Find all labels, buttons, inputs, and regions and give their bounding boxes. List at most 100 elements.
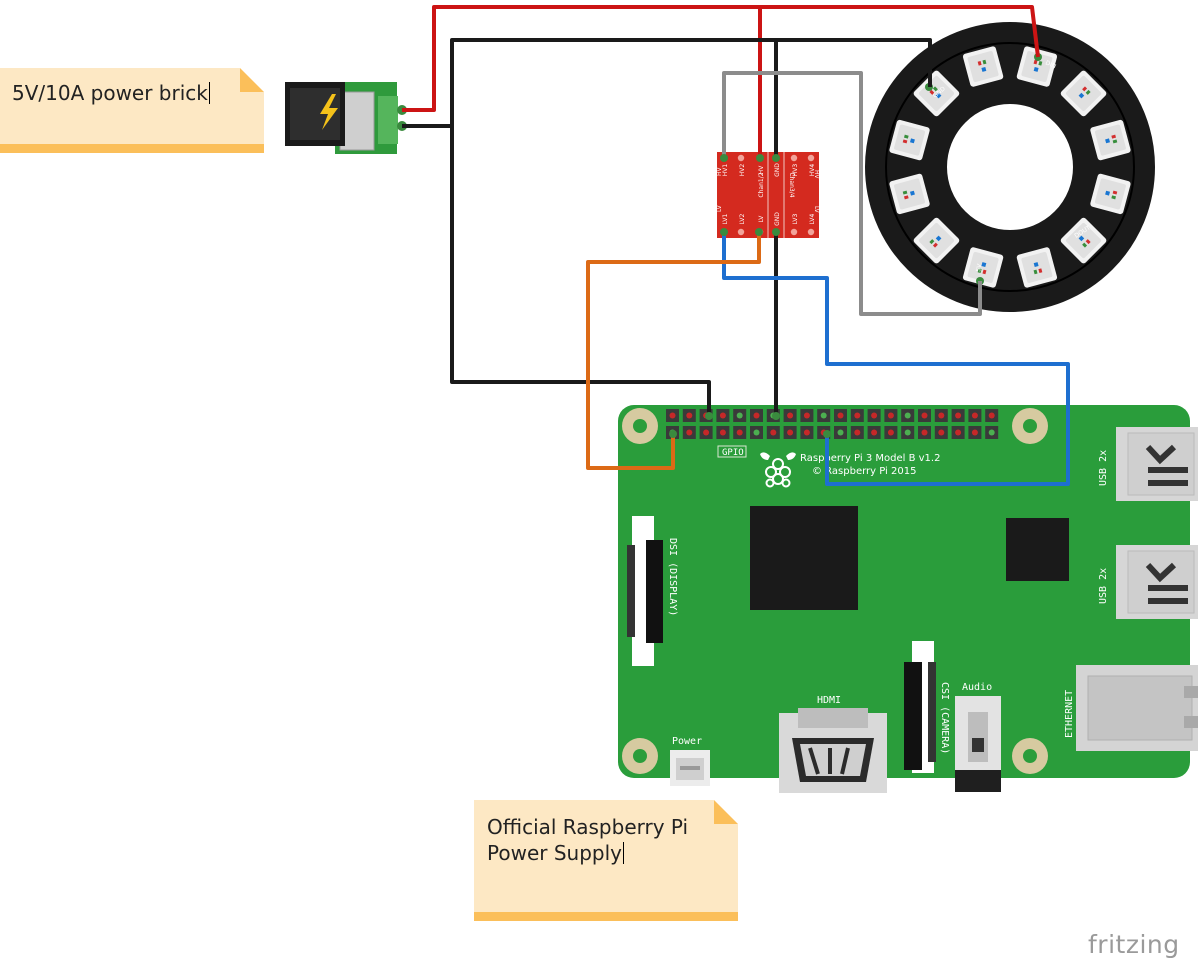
wires	[402, 5, 1070, 486]
dsi-connector	[627, 516, 663, 666]
gpio-pin-pad	[971, 429, 978, 436]
gpio-pin-pad	[753, 412, 760, 419]
ls-pin-bottom[interactable]	[807, 228, 815, 236]
ls-pin-label-bottom: LV3	[792, 214, 799, 225]
ls-pin-label-bottom: LV4	[809, 214, 816, 225]
note-pi-supply[interactable]: Official Raspberry Pi Power Supply	[474, 800, 738, 921]
wire-endpoints	[669, 154, 831, 438]
wire-orange-3v3	[586, 232, 761, 470]
gpio-pin-pad	[837, 429, 844, 436]
ls-pin-label-top: HV	[758, 165, 765, 175]
wire-gray-data	[722, 71, 982, 316]
ls-side-left-lv: LV	[716, 204, 723, 212]
gpio-pin-pad	[686, 412, 693, 419]
ls-pin-label-bottom: LV1	[722, 214, 729, 225]
ring-led	[1060, 70, 1107, 117]
pi-copyright: © Raspberry Pi 2015	[812, 466, 916, 477]
note-power-brick[interactable]: 5V/10A power brick	[0, 68, 264, 153]
gpio-pin-pad	[921, 412, 928, 419]
gpio-pin-pad	[837, 412, 844, 419]
audio-jack[interactable]	[955, 696, 1001, 792]
ring-pin-5v: 5V	[975, 262, 983, 272]
gpio-pin-pad	[854, 412, 861, 419]
ls-side-right-hv: HV	[813, 170, 820, 180]
ls-pin-label-bottom: LV2	[739, 214, 746, 225]
ls-pin-top[interactable]	[737, 154, 745, 162]
ethernet-port[interactable]	[1076, 665, 1198, 751]
raspberry-logo-icon	[760, 452, 796, 488]
raspberry-pi-board: GPIO Raspberry Pi 3 Model B v1.2 © Raspb…	[618, 405, 1198, 793]
usb-label-2: USB 2x	[1098, 568, 1109, 604]
soc-chip	[750, 506, 858, 610]
micro-usb-power-port[interactable]	[670, 750, 710, 786]
hdmi-port[interactable]	[779, 708, 887, 793]
wire-blue-gpio	[722, 232, 1070, 486]
ls-chan-left: Chan1/2	[758, 172, 765, 197]
power-label: Power	[672, 736, 702, 747]
ls-pin-bottom[interactable]	[790, 228, 798, 236]
ring-leds	[889, 46, 1131, 288]
gpio-pin-pad	[938, 412, 945, 419]
ls-side-left-hv: HV	[716, 166, 723, 176]
ring-led	[1016, 46, 1058, 87]
gpio-pin-pad	[871, 429, 878, 436]
note-power-brick-text: 5V/10A power brick	[12, 81, 208, 105]
ring-led	[1016, 247, 1058, 288]
gpio-label: GPIO	[722, 448, 744, 458]
dsi-label: DSI (DISPLAY)	[667, 538, 678, 616]
ring-led	[889, 119, 930, 161]
usb-port-2[interactable]	[1116, 545, 1198, 619]
ls-pin-label-top: HV4	[809, 164, 816, 177]
ls-pin-label-top: GND	[774, 163, 781, 177]
gpio-pin-pad	[988, 429, 995, 436]
ring-led	[1060, 217, 1107, 264]
ls-pin-label-bottom: LV	[758, 215, 765, 223]
ring-led	[962, 46, 1004, 87]
usb-label-1: USB 2x	[1098, 450, 1109, 486]
ring-led	[913, 217, 960, 264]
gpio-pin-pad	[736, 429, 743, 436]
gpio-pin-pad	[971, 412, 978, 419]
ring-led	[1090, 173, 1131, 215]
csi-connector	[904, 641, 936, 773]
usb-port-1[interactable]	[1116, 427, 1198, 501]
ls-side-right-lv: LV	[813, 206, 820, 214]
gpio-header[interactable]	[666, 409, 999, 439]
gpio-pin-pad	[686, 429, 693, 436]
gpio-pin-pad	[988, 412, 995, 419]
gpio-pin-pad	[736, 412, 743, 419]
gpio-pin-pad	[904, 429, 911, 436]
gpio-pin-pad	[703, 429, 710, 436]
power-bolt-icon	[320, 94, 338, 130]
ls-pin-label-bottom: GND	[774, 212, 781, 226]
gpio-pin-pad	[803, 429, 810, 436]
gpio-pin-pad	[787, 412, 794, 419]
gpio-pin-pad	[938, 429, 945, 436]
ls-pin-label-top: HV3	[792, 164, 799, 177]
ls-pin-bottom[interactable]	[737, 228, 745, 236]
audio-label: Audio	[962, 682, 992, 693]
ls-pin-top[interactable]	[790, 154, 798, 162]
ls-pin-top[interactable]	[807, 154, 815, 162]
gpio-pin-pad	[820, 412, 827, 419]
gpio-pin-pad	[955, 412, 962, 419]
ls-pin-label-top: HV2	[739, 164, 746, 177]
csi-label: CSI (CAMERA)	[939, 682, 950, 754]
ethernet-label: ETHERNET	[1064, 690, 1075, 738]
gpio-pin-pad	[955, 429, 962, 436]
gpio-pin-pad	[887, 412, 894, 419]
ring-led	[962, 247, 1004, 288]
ring-led	[1090, 119, 1131, 161]
gpio-pin-pad	[803, 412, 810, 419]
wire-red-5v	[402, 5, 1040, 112]
ls-chan-right: Chan3/4	[788, 172, 795, 197]
pi-title: Raspberry Pi 3 Model B v1.2	[800, 453, 940, 464]
gpio-pin-pad	[719, 429, 726, 436]
gpio-pin-pad	[887, 429, 894, 436]
dc-barrel-jack	[285, 82, 407, 154]
ring-led	[889, 173, 930, 215]
gpio-pin-pad	[753, 429, 760, 436]
gpio-pin-pad	[770, 429, 777, 436]
